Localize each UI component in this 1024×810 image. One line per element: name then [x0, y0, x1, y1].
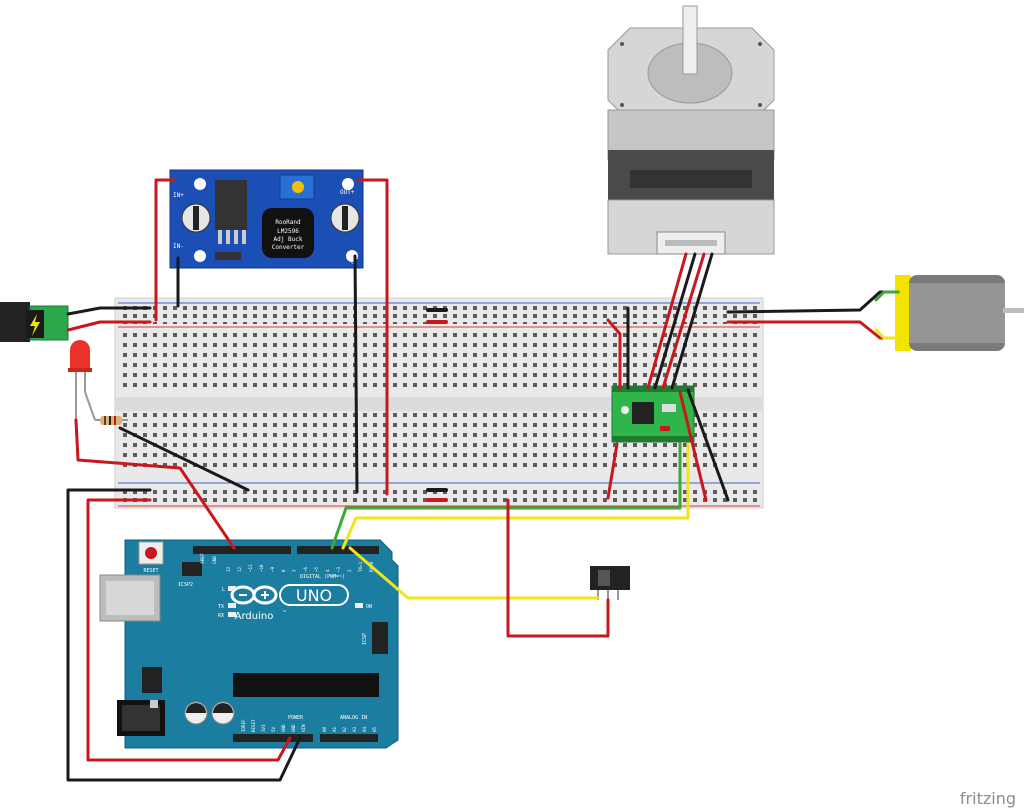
arduino-brand: Arduino — [235, 611, 274, 622]
arduino-pin-label: VIN — [301, 724, 306, 732]
arduino-pin-label: 5V — [271, 726, 276, 732]
arduino-l-label: L — [222, 587, 225, 593]
wire-buck-out-plus — [356, 178, 389, 496]
wire-stepper-a1 — [646, 252, 688, 390]
arduino-pin-label: ~5 — [314, 566, 319, 572]
led-icon — [68, 340, 92, 420]
wire-switch-signal — [348, 546, 600, 600]
arduino-pin-label: ~6 — [303, 566, 308, 572]
wire-dir — [341, 442, 690, 550]
arduino-pin-label: ~11 — [248, 564, 253, 572]
buck-name: RooRand — [275, 219, 301, 226]
arduino-tx-label: TX — [218, 604, 224, 610]
arduino-pin-label: A2 — [342, 726, 347, 732]
arduino-pin-label: 7 — [292, 569, 297, 572]
arduino-pin-label: A0 — [322, 726, 327, 732]
arduino-pin-label: A4 — [362, 726, 367, 732]
buck-type: Adj Buck — [274, 236, 303, 243]
arduino-gnd-label: GND — [212, 556, 218, 564]
arduino-pin-label: ~10 — [259, 564, 264, 572]
arduino-pin-label: 3V3 — [261, 724, 266, 732]
arduino-pin-label: GND — [281, 724, 286, 732]
arduino-digital-label: DIGITAL (PWM=~) — [300, 574, 345, 580]
wire-motor-green-end — [874, 290, 900, 302]
arduino-rx-label: RX — [218, 613, 224, 619]
wire-buck-out-minus — [353, 254, 359, 494]
arduino-pin-label: A1 — [332, 726, 337, 732]
resistor-icon — [84, 391, 128, 425]
wire-stepper-b2 — [670, 252, 714, 390]
wire-jack-gnd — [66, 306, 152, 316]
power-jack-icon — [0, 302, 69, 342]
buck-label: Converter — [272, 244, 305, 251]
arduino-pin-label: 8 — [281, 569, 286, 572]
wire-jack-vin — [66, 320, 152, 332]
arduino-pin-label: 2 — [347, 569, 352, 572]
arduino-uno: RESET ICSP2 ICSP AREF GND 13 12 ~11 ~10 ~9 8 7… — [99, 539, 399, 749]
wire-driver-bottom-red — [606, 442, 619, 500]
buck-converter: RooRand LM2596 Adj Buck Converter IN+ IN… — [169, 169, 364, 269]
arduino-pin-label: IOREF — [241, 719, 246, 732]
fritzing-logo: fritzing — [960, 789, 1016, 808]
arduino-aref-label: AREF — [200, 553, 206, 564]
driver-chip-icon — [632, 402, 654, 424]
wires — [66, 178, 900, 782]
slide-switch-icon — [590, 566, 630, 600]
wire-led-to-pin — [74, 418, 236, 550]
wire-driver-vdd — [678, 390, 708, 502]
arduino-pin-label: TX▸1 — [358, 561, 363, 572]
arduino-power-label: POWER — [288, 715, 304, 721]
arduino-on-label: ON — [366, 604, 372, 610]
arduino-pin-label: 13 — [226, 566, 231, 572]
wire-buck-in-plus — [154, 178, 177, 322]
wire-arduino-gnd — [66, 488, 302, 782]
arduino-pin-label: ~3 — [336, 566, 341, 572]
wire-driver-vmot — [606, 318, 622, 390]
buck-out-plus: OUT+ — [340, 189, 355, 196]
breadboard — [114, 297, 764, 509]
wire-motor-yellow-end — [874, 328, 900, 340]
arduino-analog-label: ANALOG IN — [340, 715, 367, 721]
arduino-pin-label: 4 — [325, 569, 330, 572]
arduino-uno-logo-text: UNO — [296, 586, 332, 605]
wire-stepper-b1 — [661, 252, 706, 390]
arduino-logo: UNO Arduino ™ — [230, 584, 349, 622]
buck-chip: LM2596 — [277, 228, 299, 235]
arduino-icsp2-label: ICSP2 — [178, 582, 193, 588]
wire-resistor-gnd — [118, 426, 250, 492]
arduino-reset-label: RESET — [143, 568, 158, 574]
arduino-trademark: ™ — [282, 610, 287, 616]
buck-in-minus: IN- — [173, 243, 184, 250]
stepper-motor-icon — [607, 5, 775, 255]
arduino-pin-label: 12 — [237, 566, 242, 572]
buck-in-plus: IN+ — [173, 192, 184, 199]
arduino-pin-label: A5 — [372, 726, 377, 732]
wire-stepper-a2 — [653, 252, 697, 390]
wire-driver-gnd — [686, 388, 730, 502]
arduino-pin-label: RESET — [251, 719, 256, 732]
arduino-icsp-label: ICSP — [362, 633, 368, 645]
arduino-pin-label: ~9 — [270, 566, 275, 572]
arduino-pin-label: A3 — [352, 726, 357, 732]
wire-switch-power — [506, 498, 610, 638]
arduino-pin-label: GND — [291, 724, 296, 732]
dc-motor-icon — [895, 275, 1024, 351]
wire-step — [330, 442, 682, 550]
wire-arduino-vin — [86, 498, 292, 762]
